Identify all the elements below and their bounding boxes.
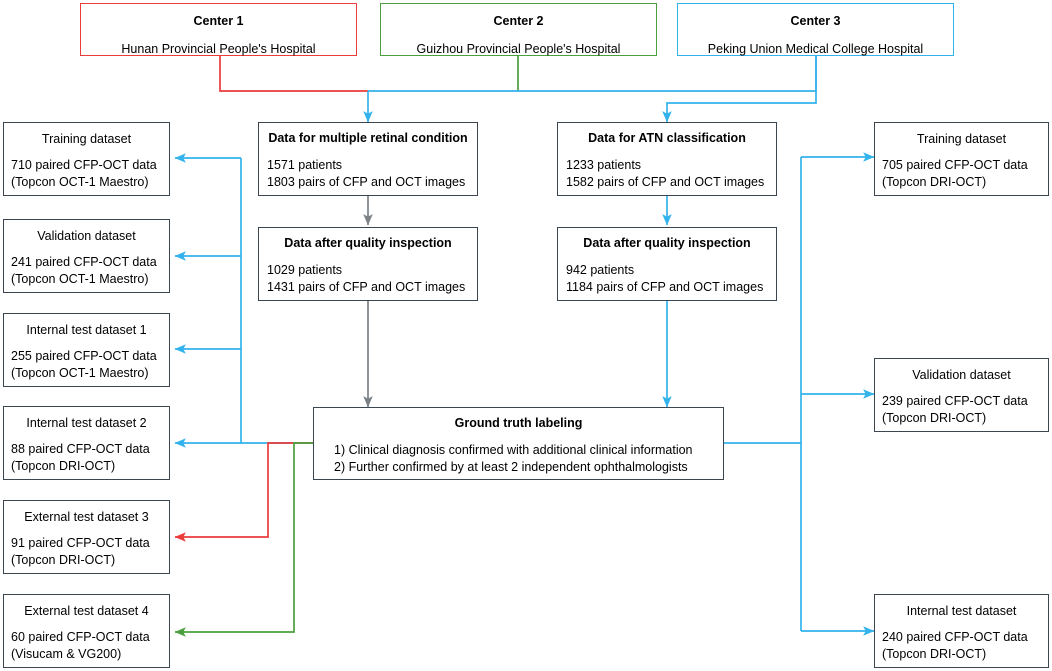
text-line: 239 paired CFP-OCT data <box>882 393 1028 408</box>
wire-groundtruth-to-external3 <box>174 442 313 542</box>
center-3-title: Center 3 <box>790 14 841 28</box>
text-line: 255 paired CFP-OCT data <box>11 348 157 363</box>
center-3-name: Peking Union Medical College Hospital <box>707 41 924 56</box>
center-2-name: Guizhou Provincial People's Hospital <box>416 41 621 56</box>
wire-center1-to-bus <box>219 56 368 92</box>
data-atn-classification-body: 1233 patients 1582 pairs of CFP and OCT … <box>558 157 776 191</box>
data-multiple-retinal-condition-title: Data for multiple retinal condition <box>268 131 468 145</box>
data-multiple-retinal-condition-body: 1571 patients 1803 pairs of CFP and OCT … <box>259 157 477 191</box>
center-2-title: Center 2 <box>493 14 544 28</box>
text-line: 705 paired CFP-OCT data <box>882 157 1028 172</box>
center-box-3[interactable]: Center 3 Peking Union Medical College Ho… <box>677 3 954 56</box>
left-dataset-external-test-3-body: 91 paired CFP-OCT data (Topcon DRI-OCT) <box>4 535 169 569</box>
quality-inspection-left-body: 1029 patients 1431 pairs of CFP and OCT … <box>259 262 477 296</box>
right-dataset-training[interactable]: Training dataset 705 paired CFP-OCT data… <box>874 122 1049 196</box>
right-dataset-internal-test[interactable]: Internal test dataset 240 paired CFP-OCT… <box>874 594 1049 668</box>
text-line: 241 paired CFP-OCT data <box>11 254 157 269</box>
left-dataset-internal-test-2-title: Internal test dataset 2 <box>26 416 147 430</box>
right-dataset-validation[interactable]: Validation dataset 239 paired CFP-OCT da… <box>874 358 1049 432</box>
right-dataset-internal-test-body: 240 paired CFP-OCT data (Topcon DRI-OCT) <box>875 629 1048 663</box>
text-line: (Topcon DRI-OCT) <box>11 458 116 473</box>
left-dataset-external-test-4[interactable]: External test dataset 4 60 paired CFP-OC… <box>3 594 170 668</box>
center-box-2[interactable]: Center 2 Guizhou Provincial People's Hos… <box>380 3 657 56</box>
right-dataset-validation-title: Validation dataset <box>912 368 1011 382</box>
left-dataset-internal-test-2[interactable]: Internal test dataset 2 88 paired CFP-OC… <box>3 406 170 480</box>
left-dataset-internal-test-2-body: 88 paired CFP-OCT data (Topcon DRI-OCT) <box>4 441 169 475</box>
wire-groundtruth-to-external4 <box>174 442 313 637</box>
text-line: 2) Further confirmed by at least 2 indep… <box>334 459 688 474</box>
data-atn-classification-title: Data for ATN classification <box>588 131 746 145</box>
text-line: 1184 pairs of CFP and OCT images <box>566 279 764 294</box>
ground-truth-labeling-body: 1) Clinical diagnosis confirmed with add… <box>314 442 723 476</box>
left-dataset-training-body: 710 paired CFP-OCT data (Topcon OCT-1 Ma… <box>4 157 169 191</box>
text-line: (Visucam & VG200) <box>11 646 122 661</box>
right-dataset-validation-body: 239 paired CFP-OCT data (Topcon DRI-OCT) <box>875 393 1048 427</box>
text-line: (Topcon OCT-1 Maestro) <box>11 365 149 380</box>
text-line: 1431 pairs of CFP and OCT images <box>267 279 466 294</box>
left-dataset-validation-body: 241 paired CFP-OCT data (Topcon OCT-1 Ma… <box>4 254 169 288</box>
left-dataset-internal-test-1-title: Internal test dataset 1 <box>26 323 147 337</box>
right-dataset-training-body: 705 paired CFP-OCT data (Topcon DRI-OCT) <box>875 157 1048 191</box>
text-line: 1029 patients <box>267 262 343 277</box>
left-dataset-external-test-3[interactable]: External test dataset 3 91 paired CFP-OC… <box>3 500 170 574</box>
wire-center3-to-atn-box <box>662 56 817 123</box>
left-dataset-training-title: Training dataset <box>41 132 132 146</box>
text-line: (Topcon OCT-1 Maestro) <box>11 271 149 286</box>
text-line: 1571 patients <box>267 157 343 172</box>
text-line: 88 paired CFP-OCT data <box>11 441 150 456</box>
text-line: 91 paired CFP-OCT data <box>11 535 150 550</box>
text-line: 710 paired CFP-OCT data <box>11 157 157 172</box>
left-dataset-training[interactable]: Training dataset 710 paired CFP-OCT data… <box>3 122 170 196</box>
left-dataset-internal-test-1[interactable]: Internal test dataset 1 255 paired CFP-O… <box>3 313 170 387</box>
text-line: (Topcon DRI-OCT) <box>882 174 987 189</box>
quality-inspection-right-box[interactable]: Data after quality inspection 942 patien… <box>557 227 777 301</box>
left-dataset-external-test-4-body: 60 paired CFP-OCT data (Visucam & VG200) <box>4 629 169 663</box>
text-line: 1803 pairs of CFP and OCT images <box>267 174 466 189</box>
text-line: (Topcon DRI-OCT) <box>882 410 987 425</box>
center-box-1[interactable]: Center 1 Hunan Provincial People's Hospi… <box>80 3 357 56</box>
center-1-name: Hunan Provincial People's Hospital <box>121 41 316 56</box>
quality-inspection-left-title: Data after quality inspection <box>284 236 452 250</box>
left-dataset-external-test-3-title: External test dataset 3 <box>24 510 149 524</box>
left-dataset-validation-title: Validation dataset <box>37 229 136 243</box>
wire-center3-to-bus <box>368 56 817 92</box>
text-line: 1233 patients <box>566 157 642 172</box>
right-dataset-training-title: Training dataset <box>916 132 1007 146</box>
text-line: (Topcon DRI-OCT) <box>882 646 987 661</box>
quality-inspection-left-box[interactable]: Data after quality inspection 1029 patie… <box>258 227 478 301</box>
quality-inspection-right-body: 942 patients 1184 pairs of CFP and OCT i… <box>558 262 776 296</box>
text-line: 942 patients <box>566 262 635 277</box>
left-dataset-external-test-4-title: External test dataset 4 <box>24 604 149 618</box>
ground-truth-labeling-box[interactable]: Ground truth labeling 1) Clinical diagno… <box>313 407 724 480</box>
text-line: 1) Clinical diagnosis confirmed with add… <box>334 442 693 457</box>
left-dataset-validation[interactable]: Validation dataset 241 paired CFP-OCT da… <box>3 219 170 293</box>
quality-inspection-right-title: Data after quality inspection <box>583 236 751 250</box>
data-multiple-retinal-condition-box[interactable]: Data for multiple retinal condition 1571… <box>258 122 478 196</box>
left-dataset-internal-test-1-body: 255 paired CFP-OCT data (Topcon OCT-1 Ma… <box>4 348 169 382</box>
text-line: (Topcon DRI-OCT) <box>11 552 116 567</box>
data-atn-classification-box[interactable]: Data for ATN classification 1233 patient… <box>557 122 777 196</box>
text-line: 1582 pairs of CFP and OCT images <box>566 174 765 189</box>
text-line: 240 paired CFP-OCT data <box>882 629 1028 644</box>
text-line: (Topcon OCT-1 Maestro) <box>11 174 149 189</box>
ground-truth-labeling-title: Ground truth labeling <box>454 416 583 430</box>
center-1-title: Center 1 <box>193 14 244 28</box>
right-dataset-internal-test-title: Internal test dataset <box>906 604 1017 618</box>
text-line: 60 paired CFP-OCT data <box>11 629 150 644</box>
